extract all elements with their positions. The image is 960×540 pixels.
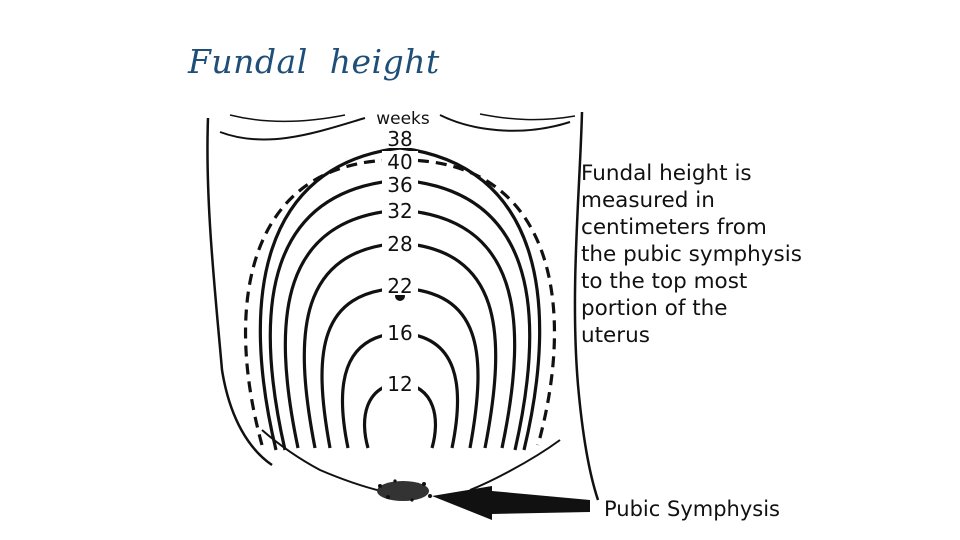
fundal-description: Fundal height is measured in centimeters…	[581, 161, 806, 348]
description-line: uterus	[581, 323, 650, 348]
week-label-32: 32	[387, 199, 412, 223]
week-label-22: 22	[387, 274, 412, 298]
weeks-heading: weeks	[376, 109, 430, 129]
pointer-arrow	[432, 486, 590, 520]
description-line: the pubic symphysis	[581, 242, 802, 267]
week-label-12: 12	[387, 372, 412, 396]
week-label-40: 40	[387, 150, 412, 174]
abdomen-outline	[206, 111, 600, 501]
contour-40	[243, 158, 557, 446]
description-line: portion of the	[581, 296, 728, 321]
description-line: Fundal height is	[581, 161, 752, 186]
week-label-28: 28	[387, 232, 412, 256]
week-label-16: 16	[387, 321, 412, 345]
description-line: measured in	[581, 188, 715, 213]
pubic-hair-stipple	[377, 479, 432, 502]
week-label-38: 38	[387, 127, 412, 151]
description-line: to the top most	[581, 269, 747, 294]
week-label-36: 36	[387, 173, 412, 197]
slide-title: Fundal height	[188, 42, 440, 81]
description-line: centimeters from	[581, 215, 767, 240]
pubic-symphysis-label: Pubic Symphysis	[604, 497, 780, 521]
